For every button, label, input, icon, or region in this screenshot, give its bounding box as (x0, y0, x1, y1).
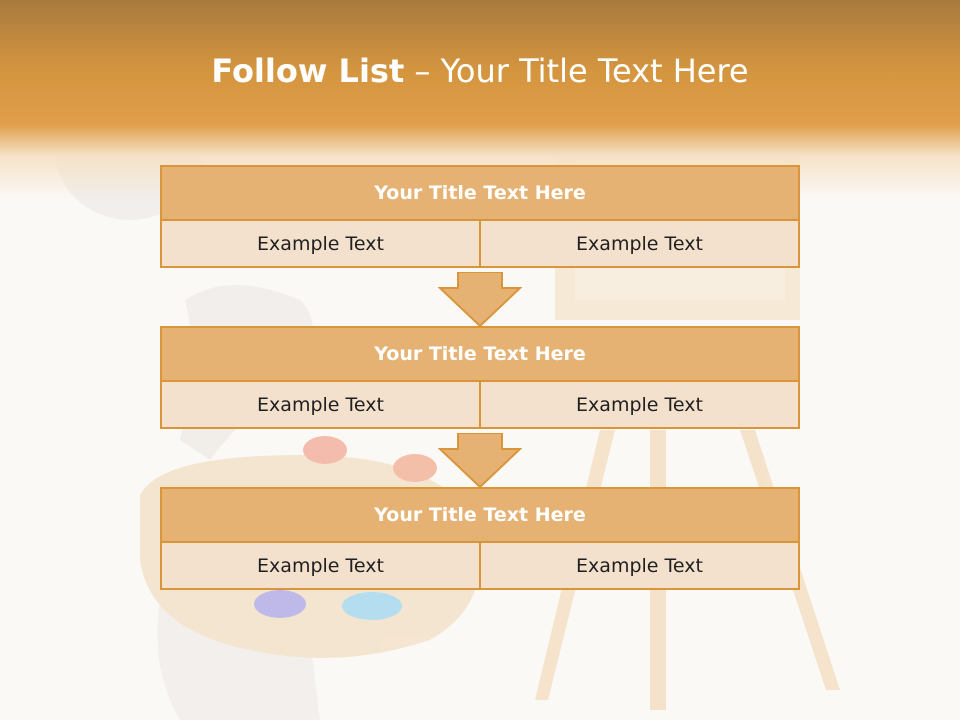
step-1-left-text: Example Text (160, 219, 481, 268)
step-title-3: Your Title Text Here (160, 487, 800, 543)
paint-purple (254, 590, 306, 618)
step-box-1: Your Title Text Here Example Text Exampl… (160, 165, 800, 268)
paint-orange (393, 454, 437, 482)
step-row-1: Example Text Example Text (160, 219, 800, 268)
slide-title: Follow List – Your Title Text Here (0, 52, 960, 90)
step-title-1: Your Title Text Here (160, 165, 800, 221)
paint-blue (342, 592, 402, 620)
paint-red (303, 436, 347, 464)
step-row-2: Example Text Example Text (160, 380, 800, 429)
step-1-right-text: Example Text (479, 219, 800, 268)
down-arrow-icon (438, 433, 522, 489)
slide-title-rest: – Your Title Text Here (404, 52, 749, 90)
down-arrow-icon (438, 272, 522, 328)
step-3-right-text: Example Text (479, 541, 800, 590)
step-box-3: Your Title Text Here Example Text Exampl… (160, 487, 800, 590)
step-row-3: Example Text Example Text (160, 541, 800, 590)
slide-title-bold: Follow List (211, 52, 405, 90)
step-2-right-text: Example Text (479, 380, 800, 429)
step-box-2: Your Title Text Here Example Text Exampl… (160, 326, 800, 429)
step-2-left-text: Example Text (160, 380, 481, 429)
step-title-2: Your Title Text Here (160, 326, 800, 382)
step-3-left-text: Example Text (160, 541, 481, 590)
